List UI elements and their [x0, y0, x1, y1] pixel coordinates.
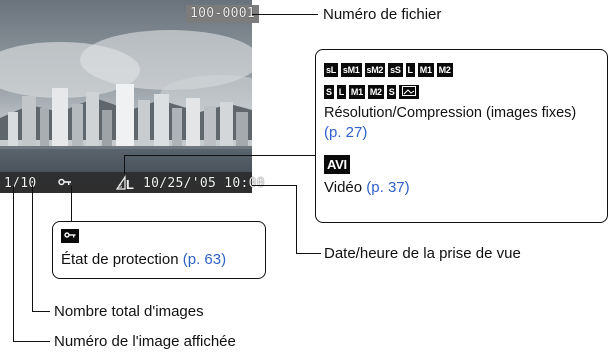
total-images-label: Nombre total d'images	[54, 303, 204, 320]
res-icon-l-fine: L	[336, 85, 346, 99]
leader-line-resolution	[124, 155, 315, 156]
datetime-display: 10/25/'05 10:00	[143, 176, 265, 191]
protect-key-icon	[58, 175, 72, 193]
res-icon-sm2: sM2	[364, 63, 386, 77]
protection-label-line: État de protection (p. 63)	[61, 251, 226, 269]
svg-text:s: s	[119, 183, 123, 190]
resolution-page-link[interactable]: (p. 27)	[324, 124, 368, 141]
video-icon-row: AVI	[324, 155, 353, 175]
res-icon-s-fine: S	[386, 85, 397, 99]
res-icon-s: S	[324, 85, 334, 99]
protection-page-link[interactable]: (p. 63)	[182, 251, 227, 268]
leader-line-datetime-vertical	[296, 185, 297, 254]
leader-line-file-number	[252, 14, 318, 15]
file-number-label: Numéro de fichier	[323, 6, 442, 23]
video-label-line: Vidéo (p. 37)	[324, 179, 410, 197]
image-count-display: 1/10	[4, 176, 37, 191]
resolution-sl-icon: s L	[115, 175, 137, 196]
avi-icon: AVI	[324, 155, 350, 174]
current-image-label: Numéro de l'image affichée	[54, 333, 236, 350]
leader-line-total	[32, 311, 50, 312]
res-icon-m1-fine: M1	[348, 85, 365, 99]
res-icon-sm1: sM1	[340, 63, 362, 77]
svg-text:L: L	[126, 177, 134, 191]
file-number-display: 100-0001	[186, 5, 260, 23]
protection-label: État de protection	[61, 251, 179, 268]
leader-line-total-vertical	[32, 186, 33, 312]
key-icon	[61, 229, 79, 243]
leader-line-datetime	[296, 253, 321, 254]
res-icon-ss: sS	[388, 63, 403, 77]
postcard-icon	[399, 85, 420, 99]
lcd-screen	[0, 0, 252, 193]
video-page-link[interactable]: (p. 37)	[366, 179, 410, 196]
res-icon-m2: M2	[436, 63, 453, 77]
city-skyline-photo	[0, 0, 252, 193]
leader-line-current	[13, 341, 50, 342]
res-icon-l: L	[405, 63, 415, 77]
video-label: Vidéo	[324, 179, 363, 196]
leader-line-current-vertical	[13, 186, 14, 342]
protection-callout-box: État de protection (p. 63)	[52, 221, 266, 279]
res-icon-sl: sL	[324, 63, 338, 77]
datetime-label: Date/heure de la prise de vue	[324, 245, 521, 262]
res-icon-m1: M1	[417, 63, 434, 77]
leader-line-protection	[71, 186, 72, 222]
leader-line-resolution-vertical	[124, 155, 125, 174]
res-icon-m2-fine: M2	[367, 85, 384, 99]
info-bar	[0, 172, 252, 193]
leader-line-datetime-top	[252, 185, 297, 186]
resolution-label: Résolution/Compression (images fixes)	[324, 105, 577, 121]
